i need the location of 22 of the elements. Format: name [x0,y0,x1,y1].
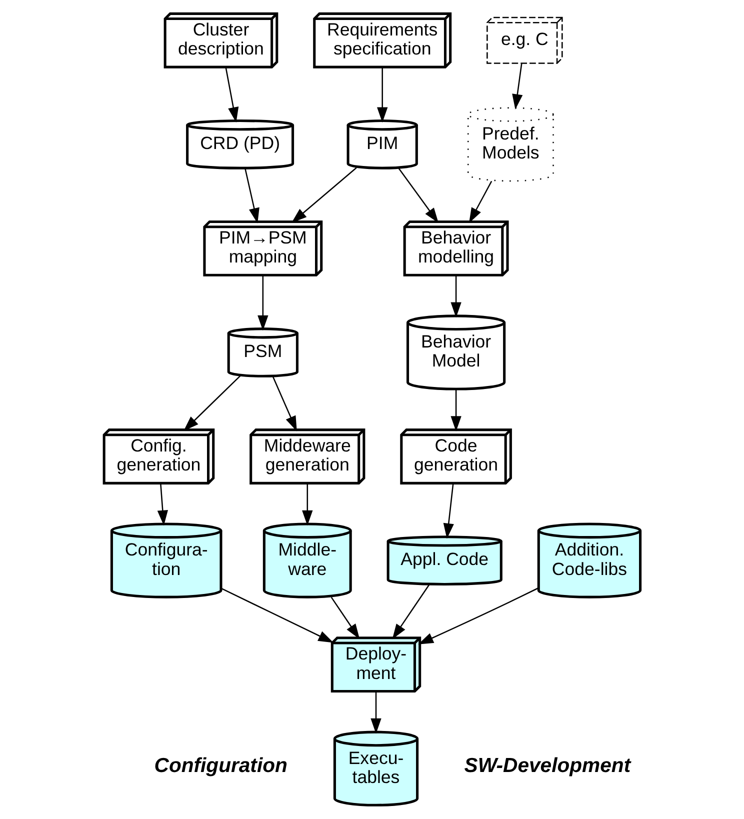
arrow [224,67,238,123]
arrow [156,483,168,526]
arrow [450,389,461,432]
arrow [468,180,492,224]
arrow [272,376,296,432]
arrow [257,275,268,331]
arrow [330,596,360,640]
arrow [392,584,430,640]
arrow [450,275,461,318]
arrow [302,483,312,526]
label: Configuration [154,755,287,778]
arrow [512,64,522,110]
arrow [183,375,240,432]
arrow [291,167,356,223]
arrow [398,168,438,224]
arrow [370,691,381,734]
arrow [442,483,454,539]
arrow [418,587,538,644]
arrow [376,67,388,123]
arrow [220,588,334,643]
arrow [244,168,259,224]
label: SW-Development [464,755,630,778]
